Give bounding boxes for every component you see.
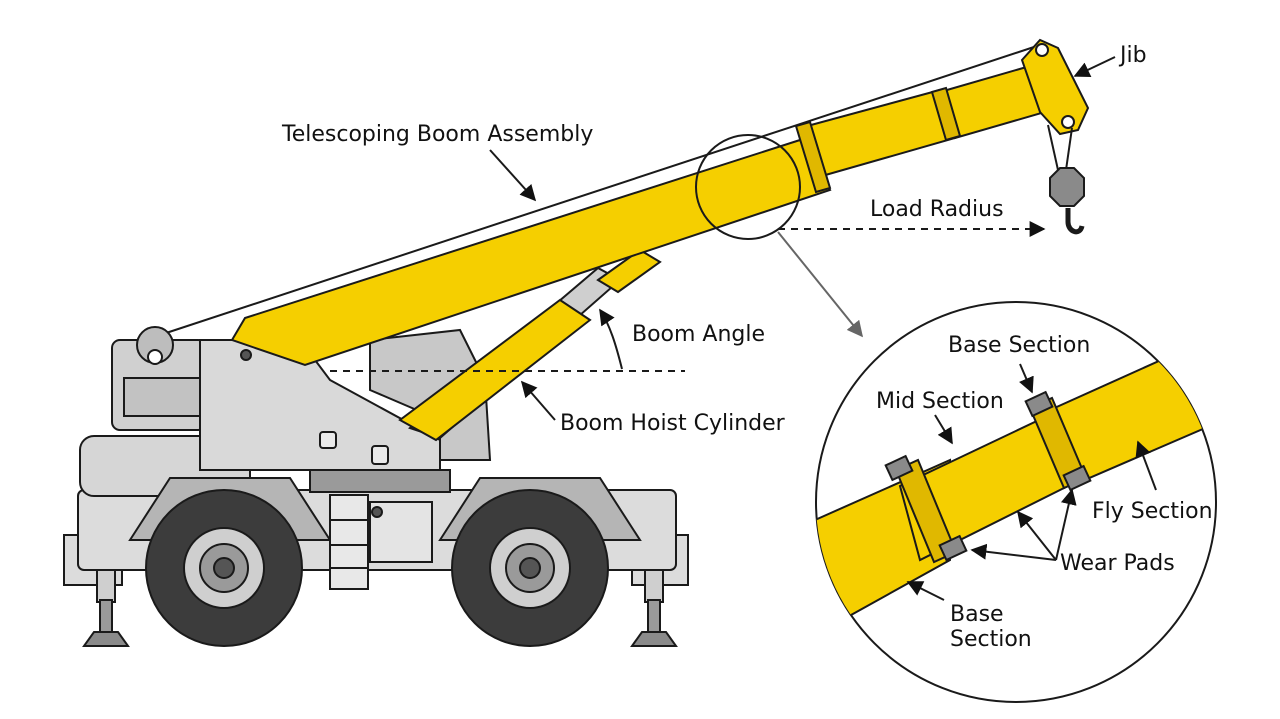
boom-hoist-cylinder — [398, 248, 662, 442]
label-wear-pads: Wear Pads — [1060, 551, 1175, 576]
leader-wear-pad-1 — [1017, 510, 1057, 561]
label-base-section-top: Base Section — [948, 333, 1090, 358]
leader-jib — [1073, 56, 1116, 78]
wheel-rear — [451, 489, 609, 647]
label-boom-angle: Boom Angle — [632, 322, 765, 347]
wheel-front — [145, 489, 303, 647]
magnifier-connector — [777, 231, 864, 338]
leader-mid-section — [934, 414, 953, 445]
magnifier-circle — [695, 134, 801, 240]
label-jib: Jib — [1118, 43, 1147, 68]
leader-base-section-top — [1018, 363, 1034, 394]
boom-angle-arc — [599, 308, 623, 370]
superstructure — [111, 326, 492, 471]
label-mid-section: Mid Section — [876, 389, 1004, 414]
leader-wear-pad-3 — [970, 543, 1057, 561]
label-base-section-bottom-line2: Section — [950, 627, 1032, 652]
label-fly-section: Fly Section — [1092, 499, 1213, 524]
telescoping-boom — [230, 64, 1047, 367]
jib-head — [1020, 38, 1090, 235]
label-base-section-bottom-line1: Base — [950, 602, 1004, 627]
leader-telescoping-boom — [489, 149, 537, 202]
label-boom-hoist-cylinder: Boom Hoist Cylinder — [560, 411, 786, 436]
leader-wear-pad-2 — [1055, 488, 1077, 561]
leader-fly-section — [1135, 440, 1157, 491]
label-telescoping-boom: Telescoping Boom Assembly — [281, 122, 593, 147]
hoist-rope — [159, 44, 1041, 336]
leader-boom-hoist-cylinder — [520, 380, 556, 421]
leader-base-section-bottom — [906, 581, 945, 601]
label-load-radius: Load Radius — [870, 197, 1004, 222]
